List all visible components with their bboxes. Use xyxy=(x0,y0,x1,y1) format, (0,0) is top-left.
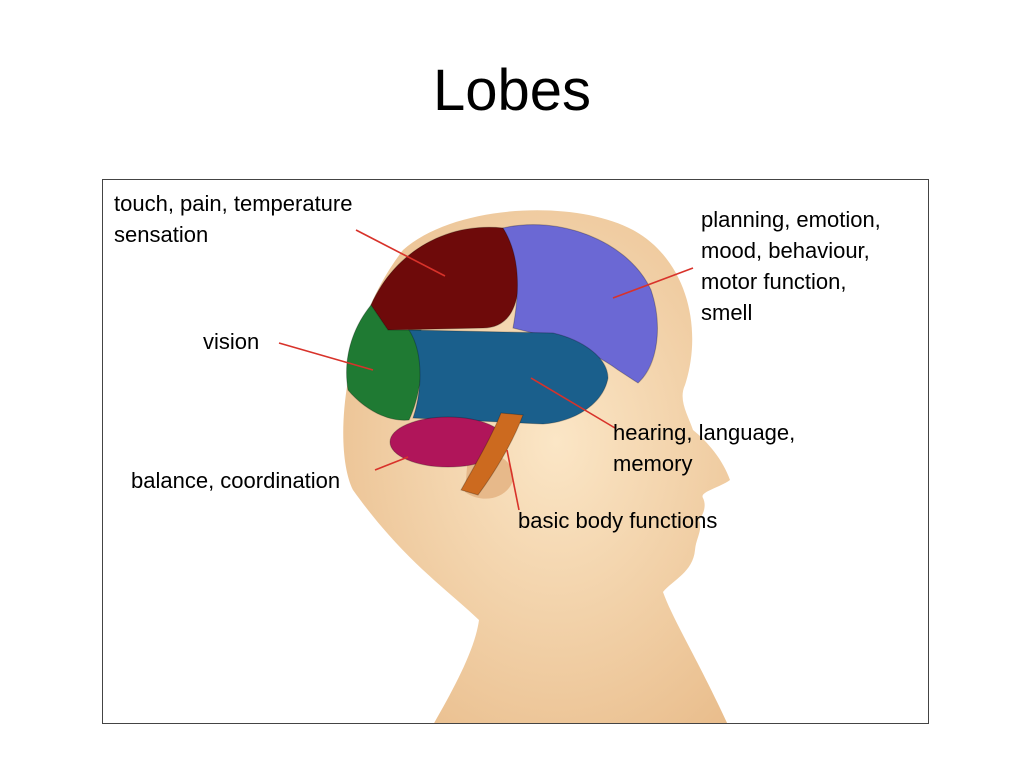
frontal-label: planning, emotion, mood, behaviour, moto… xyxy=(701,207,881,325)
occipital-pointer xyxy=(278,342,374,371)
brainstem xyxy=(460,412,524,496)
diagram-frame: touch, pain, temperature sensation plann… xyxy=(102,179,929,724)
head-brain-illustration xyxy=(278,210,730,723)
temporal-lobe xyxy=(408,329,609,425)
parietal-label: touch, pain, temperature sensation xyxy=(114,191,353,247)
temporal-pointer xyxy=(530,377,616,429)
brainstem-label: basic body functions xyxy=(518,508,718,533)
frontal-lobe xyxy=(502,224,658,384)
slide-title: Lobes xyxy=(432,58,592,123)
occipital-label: vision xyxy=(203,329,260,354)
brainstem-pointer xyxy=(506,449,520,511)
cerebellum-pointer xyxy=(374,456,409,471)
cerebellum-label: balance, coordination xyxy=(131,468,341,493)
frontal-pointer xyxy=(612,267,694,299)
parietal-lobe xyxy=(370,226,522,331)
parietal-pointer xyxy=(355,229,446,277)
temporal-label: hearing, language, memory xyxy=(613,420,796,476)
